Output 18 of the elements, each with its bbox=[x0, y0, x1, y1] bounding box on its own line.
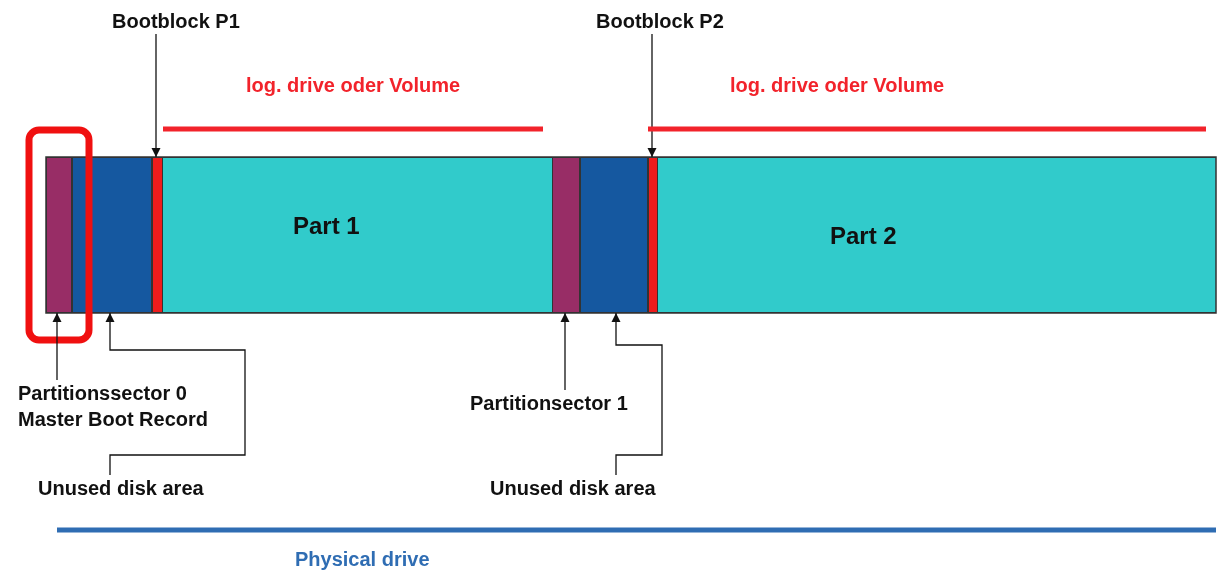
span-label: Physical drive bbox=[295, 548, 430, 571]
span-label: log. drive oder Volume bbox=[730, 74, 945, 97]
sector-block bbox=[46, 157, 72, 313]
bootblock-segment bbox=[152, 157, 163, 313]
arrow bbox=[560, 312, 570, 391]
span-label: log. drive oder Volume bbox=[246, 74, 461, 97]
partition-block bbox=[658, 157, 1216, 313]
partition-label: Part 1 bbox=[293, 212, 360, 240]
partition-block bbox=[163, 157, 552, 313]
bootblock-segment bbox=[648, 157, 658, 313]
arrow bbox=[647, 33, 657, 158]
arrow bbox=[52, 312, 62, 381]
unused-area-block bbox=[580, 157, 648, 313]
partition-label: Part 2 bbox=[830, 222, 897, 250]
sector-block bbox=[552, 157, 580, 313]
arrow bbox=[611, 312, 663, 476]
arrow bbox=[105, 312, 246, 476]
arrow bbox=[151, 33, 161, 158]
